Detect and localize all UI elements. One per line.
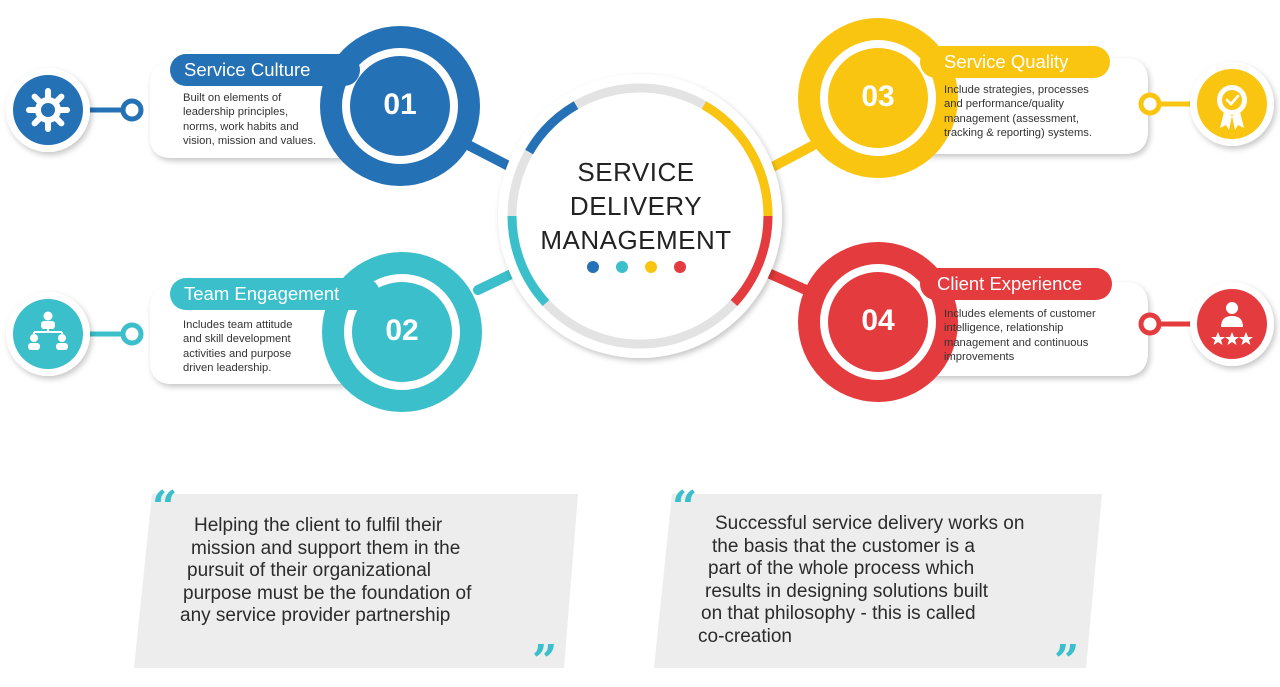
open-quote-icon: “ — [672, 482, 698, 533]
quote-2-line: the basis that the customer is a — [712, 535, 975, 557]
quote-2-line: part of the whole process which — [708, 558, 975, 580]
quote-2-line: on that philosophy - this is called — [701, 603, 976, 625]
hub-arc-red — [730, 215, 773, 307]
item-04-description-line: Includes elements of customer — [944, 308, 1096, 320]
quote-2-line: Successful service delivery works on — [715, 513, 1025, 534]
icon-connector-02 — [88, 322, 144, 346]
quality-badge-icon — [1190, 62, 1274, 146]
item-01-number: 01 — [383, 88, 417, 121]
item-01-description-line: vision, mission and values. — [183, 135, 317, 148]
open-quote-icon: “ — [152, 482, 178, 533]
item-02-description-line: Includes team attitude — [183, 319, 293, 331]
item-02-description-line: activities and purpose — [183, 347, 292, 360]
center-title-line-3: MANAGEMENT — [540, 225, 732, 255]
hub-dot-red — [674, 261, 686, 273]
quote-box-1-bg — [134, 494, 578, 668]
item-04-description-line: improvements — [944, 351, 1015, 364]
item-03-number: 03 — [861, 80, 895, 113]
item-02-description-line: driven leadership. — [183, 362, 272, 375]
item-02-number: 02 — [385, 314, 419, 347]
card-02-bg — [150, 286, 380, 384]
item-04-description-line: intelligence, relationship — [944, 322, 1064, 335]
close-quote-icon: ” — [1054, 636, 1080, 687]
item-04-number: 04 — [861, 304, 895, 337]
quote-2-line: results in designing solutions built — [705, 580, 989, 602]
close-quote-icon: ” — [532, 636, 558, 687]
quote-box-2-bg — [654, 494, 1102, 668]
hub-dot-blue — [587, 261, 599, 273]
item-04-title: Client Experience — [937, 273, 1082, 294]
circle-03 — [798, 18, 958, 178]
item-03-description: Include strategies, processes and perfor… — [944, 83, 1092, 141]
quote-1-text: Helping the client to fulfil their missi… — [180, 515, 471, 628]
client-rating-icon — [1190, 282, 1274, 366]
item-03-description-line: tracking & reporting) systems. — [944, 127, 1092, 140]
item-01-description-line: norms, work habits and — [183, 120, 299, 133]
quote-1-line: any service provider partnership — [180, 605, 451, 627]
team-hierarchy-icon — [6, 292, 90, 376]
hub-arc-teal — [507, 215, 550, 307]
hub-arc-yellow — [701, 101, 773, 217]
item-02-title: Team Engagement — [184, 283, 340, 304]
pill-02 — [170, 278, 380, 310]
quote-1-line: pursuit of their organizational — [187, 560, 431, 582]
item-04-description: Includes elements of customer intelligen… — [944, 307, 1126, 365]
item-01-description: Built on elements of leadership principl… — [183, 91, 316, 149]
hub-dot-teal — [616, 261, 628, 273]
quote-1-line: purpose must be the foundation of — [183, 582, 472, 604]
item-01-description-line: leadership principles, — [183, 106, 289, 119]
circle-01 — [320, 26, 480, 186]
item-03-description-line: management (assessment, — [944, 112, 1079, 125]
pill-01 — [170, 54, 360, 86]
item-03-title: Service Quality — [944, 51, 1069, 72]
center-title-line-2: DELIVERY — [569, 191, 703, 221]
quote-1-line: mission and support them in the — [191, 537, 461, 559]
circle-04 — [798, 242, 958, 402]
quote-1-line: Helping the client to fulfil their — [194, 515, 443, 536]
item-02-description: Includes team attitude and skill develop… — [183, 318, 292, 376]
icon-connector-01 — [88, 98, 144, 122]
item-03-description-line: Include strategies, processes — [944, 84, 1089, 96]
center-title: SERVICE DELIVERY MANAGEMENT — [520, 155, 752, 257]
item-02-description-line: and skill development — [183, 333, 291, 346]
center-title-line-1: SERVICE — [577, 157, 695, 187]
center-hub — [498, 74, 782, 358]
pill-03 — [920, 46, 1110, 78]
icon-connector-03 — [1138, 92, 1192, 116]
item-04-description-line: management and continuous — [944, 336, 1089, 349]
item-01-title: Service Culture — [184, 59, 311, 80]
hub-arc-blue — [525, 101, 579, 155]
quote-2-line: co-creation — [698, 625, 792, 647]
hub-dot-yellow — [645, 261, 657, 273]
icon-connector-04 — [1138, 312, 1192, 336]
item-03-description-line: and performance/quality — [944, 98, 1065, 111]
pill-04 — [920, 268, 1112, 300]
item-01-description-line: Built on elements of — [183, 92, 282, 104]
gear-settings-icon — [6, 68, 90, 152]
quote-2-text: Successful service delivery works on the… — [698, 513, 1024, 649]
